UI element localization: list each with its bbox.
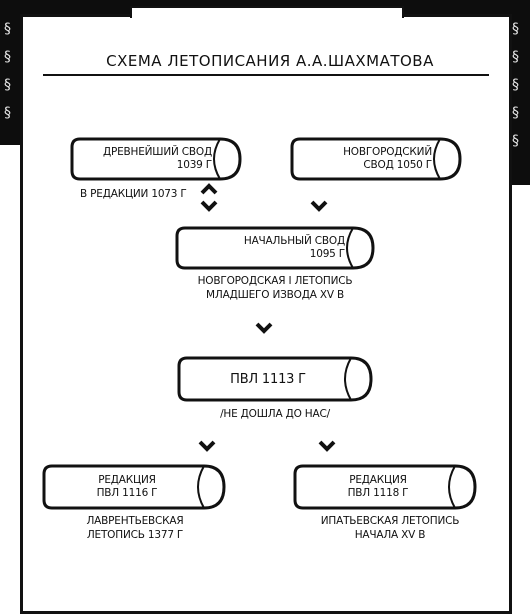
node-initial-line2: 1095 Г <box>309 248 345 260</box>
book-icon <box>177 356 373 402</box>
node-redaction-1118: РЕДАКЦИЯ ПВЛ 1118 Г <box>293 464 477 510</box>
chevron-down-icon <box>200 200 218 212</box>
book-icon <box>175 226 375 270</box>
node-novgorod-line1: НОВГОРОДСКИЙ <box>343 146 432 158</box>
node-initial-line1: НАЧАЛЬНЫЙ СВОД <box>243 235 345 247</box>
diagram-frame <box>20 14 512 614</box>
node-novgorod-line2: СВОД 1050 Г <box>363 159 432 171</box>
note-ancient: В РЕДАКЦИИ 1073 Г <box>80 188 187 200</box>
chevron-down-icon <box>198 440 216 452</box>
note-pvl: /НЕ ДОШЛА ДО НАС/ <box>220 408 330 420</box>
chevron-down-icon <box>310 200 328 212</box>
book-icon <box>42 464 226 510</box>
frame-top-slot <box>130 6 404 18</box>
node-ancient-line1: ДРЕВНЕЙШИЙ СВОД <box>102 146 212 158</box>
chevron-up-icon <box>200 183 218 195</box>
node-initial-svod: НАЧАЛЬНЫЙ СВОД 1095 Г <box>175 226 375 270</box>
ornament-band-left: § § § § <box>0 0 22 145</box>
note-ed1116: ЛАВРЕНТЬЕВСКАЯ ЛЕТОПИСЬ 1377 Г <box>86 515 184 541</box>
node-ed1116-line1: РЕДАКЦИЯ <box>98 474 156 486</box>
title-underline <box>43 74 489 76</box>
note-initial: НОВГОРОДСКАЯ I ЛЕТОПИСЬ МЛАДШЕГО ИЗВОДА … <box>197 275 353 301</box>
node-pvl-line1: ПВЛ 1113 Г <box>230 371 306 387</box>
node-ed1118-line1: РЕДАКЦИЯ <box>349 474 407 486</box>
note-ed1118: ИПАТЬЕВСКАЯ ЛЕТОПИСЬ НАЧАЛА XV В <box>320 515 460 541</box>
node-novgorod-svod: НОВГОРОДСКИЙ СВОД 1050 Г <box>290 137 462 181</box>
book-icon <box>290 137 462 181</box>
chevron-down-icon <box>255 322 273 334</box>
node-redaction-1116: РЕДАКЦИЯ ПВЛ 1116 Г <box>42 464 226 510</box>
node-ancient-line2: 1039 Г <box>176 159 212 171</box>
book-icon <box>70 137 242 181</box>
node-ed1116-line2: ПВЛ 1116 Г <box>96 487 158 499</box>
node-pvl-1113: ПВЛ 1113 Г <box>177 356 373 402</box>
chevron-down-icon <box>318 440 336 452</box>
node-ancient-svod: ДРЕВНЕЙШИЙ СВОД 1039 Г <box>70 137 242 181</box>
book-icon <box>293 464 477 510</box>
ornament-band-right: § § § § § <box>508 0 530 185</box>
diagram-title: СХЕМА ЛЕТОПИСАНИЯ А.А.ШАХМАТОВА <box>106 52 434 70</box>
node-ed1118-line2: ПВЛ 1118 Г <box>347 487 409 499</box>
